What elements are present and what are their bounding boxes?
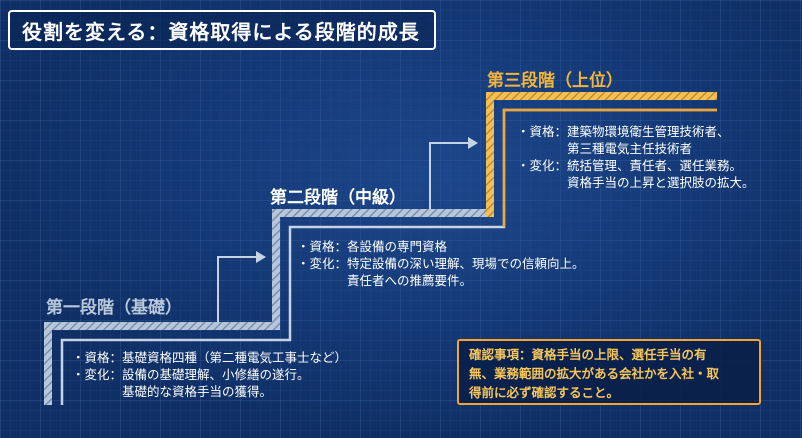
stage-3-details: ・資格： 建築物環境衛生管理技術者、 第三種電気主任技術者 ・変化： 統括管理、… xyxy=(517,123,755,191)
stage-2-change-row: ・変化： 特定設備の深い理解、現場での信頼向上。 責任者への推薦要件。 xyxy=(297,255,585,289)
detail-line: 基礎的な資格手当の獲得。 xyxy=(122,384,273,399)
stage-3-qualification-row: ・資格： 建築物環境衛生管理技術者、 第三種電気主任技術者 xyxy=(517,123,755,157)
detail-key: ・資格： xyxy=(297,239,348,254)
detail-key: ・資格： xyxy=(517,124,568,139)
stage-1-change-row: ・変化： 設備の基礎理解、小修繕の遂行。 基礎的な資格手当の獲得。 xyxy=(72,366,347,400)
detail-line: 基礎資格四種（第二種電気工事士など） xyxy=(122,350,348,365)
arrow-2-to-3 xyxy=(429,137,478,209)
title-box: 役割を変える：資格取得による段階的成長 xyxy=(8,10,436,50)
detail-line: 統括管理、責任者、選任業務。 xyxy=(567,158,743,173)
stage-3-change-row: ・変化： 統括管理、責任者、選任業務。 資格手当の上昇と選択肢の拡大。 xyxy=(517,157,755,191)
detail-line: 建築物環境衛生管理技術者、 xyxy=(567,124,730,139)
detail-line: 資格手当の上昇と選択肢の拡大。 xyxy=(567,175,755,190)
note-line: 得前に必ず確認すること。 xyxy=(469,385,620,400)
detail-key: ・資格： xyxy=(72,350,123,365)
confirmation-note-box: 確認事項：資格手当の上限、選任手当の有 無、業務範囲の拡大がある会社かを入社・取… xyxy=(457,339,761,405)
detail-key: ・変化： xyxy=(517,158,568,173)
stage-2-details: ・資格： 各設備の専門資格 ・変化： 特定設備の深い理解、現場での信頼向上。 責… xyxy=(297,238,585,289)
arrow-1-to-2 xyxy=(217,251,266,322)
stage-2-label: 第二段階（中級） xyxy=(270,188,406,208)
note-line: 確認事項：資格手当の上限、選任手当の有 xyxy=(469,347,707,362)
stage-2-qualification-row: ・資格： 各設備の専門資格 xyxy=(297,238,585,255)
note-line: 無、業務範囲の拡大がある会社かを入社・取 xyxy=(469,366,720,381)
stair-top-inner-gold xyxy=(502,108,717,227)
detail-line: 各設備の専門資格 xyxy=(347,239,448,254)
page-title: 役割を変える：資格取得による段階的成長 xyxy=(22,19,420,44)
detail-key: ・変化： xyxy=(297,256,348,271)
detail-key: ・変化： xyxy=(72,367,123,382)
detail-line: 第三種電気主任技術者 xyxy=(567,141,693,156)
detail-line: 特定設備の深い理解、現場での信頼向上。 xyxy=(347,256,585,271)
stage-1-details: ・資格： 基礎資格四種（第二種電気工事士など） ・変化： 設備の基礎理解、小修繕… xyxy=(72,349,347,400)
stair-band xyxy=(44,92,717,405)
stage-1-qualification-row: ・資格： 基礎資格四種（第二種電気工事士など） xyxy=(72,349,347,366)
detail-line: 設備の基礎理解、小修繕の遂行。 xyxy=(122,367,310,382)
stage-1-label: 第一段階（基礎） xyxy=(46,298,182,318)
detail-line: 責任者への推薦要件。 xyxy=(347,273,473,288)
stage-3-label: 第三段階（上位） xyxy=(487,71,623,91)
